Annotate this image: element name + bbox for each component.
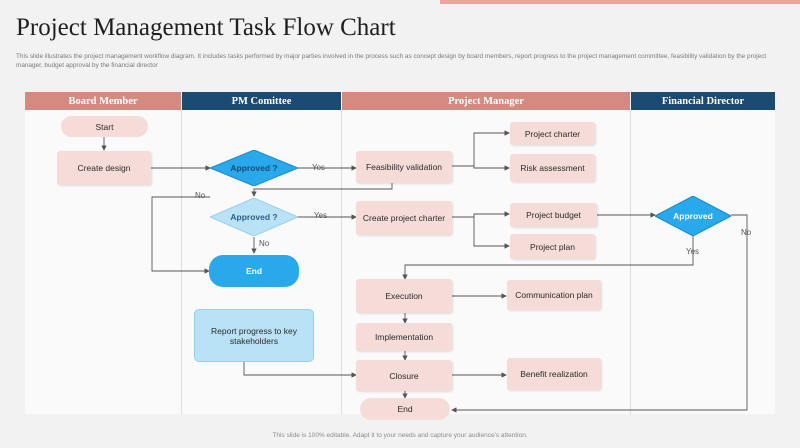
edge-label-no: No <box>195 191 206 200</box>
create-design-box[interactable]: Create design <box>57 151 151 185</box>
lane-pm-comittee: PM Comittee <box>182 92 341 110</box>
report-progress-box[interactable]: Report progress to key stakeholders <box>194 309 314 362</box>
end-node-pm[interactable]: End <box>209 255 299 287</box>
lane-divider <box>181 110 182 414</box>
create-project-charter-box[interactable]: Create project charter <box>356 201 452 235</box>
edge-label-yes: Yes <box>314 211 328 220</box>
approved-decision-2-label: Approved ? <box>230 212 278 222</box>
lane-project-manager: Project Manager <box>342 92 630 110</box>
approved-decision-fd[interactable]: Approved <box>655 196 731 236</box>
lane-board-member: Board Member <box>25 92 181 110</box>
approved-decision-2[interactable]: Approved ? <box>210 198 298 236</box>
communication-plan-box[interactable]: Communication plan <box>507 280 601 310</box>
project-charter-box[interactable]: Project charter <box>510 122 595 145</box>
feasibility-validation-box[interactable]: Feasibility validation <box>356 151 452 183</box>
edge-label-no: No <box>741 228 752 237</box>
edge-label-no: No <box>259 239 270 248</box>
end-node-final[interactable]: End <box>360 398 450 420</box>
lane-divider <box>341 110 342 414</box>
edge-label-yes: Yes <box>312 163 326 172</box>
page-subtitle: This slide illustrates the project manag… <box>16 53 767 69</box>
footer-note: This slide is 100% editable. Adapt it to… <box>272 432 528 439</box>
lane-divider <box>630 110 631 414</box>
project-plan-box[interactable]: Project plan <box>510 234 595 259</box>
risk-assessment-box[interactable]: Risk assessment <box>510 154 595 182</box>
start-node[interactable]: Start <box>61 116 148 137</box>
implementation-box[interactable]: Implementation <box>356 323 452 351</box>
execution-box[interactable]: Execution <box>356 279 452 313</box>
page-title: Project Management Task Flow Chart <box>16 14 396 41</box>
approved-decision-fd-label: Approved <box>673 211 713 221</box>
closure-box[interactable]: Closure <box>356 360 452 391</box>
project-budget-box[interactable]: Project budget <box>510 203 597 227</box>
approved-decision-1[interactable]: Approved ? <box>210 150 298 186</box>
approved-decision-1-label: Approved ? <box>230 163 278 173</box>
benefit-realization-box[interactable]: Benefit realization <box>507 358 601 390</box>
lane-financial-director: Financial Director <box>631 92 775 110</box>
top-accent-line <box>0 0 800 4</box>
edge-label-yes: Yes <box>686 247 700 256</box>
